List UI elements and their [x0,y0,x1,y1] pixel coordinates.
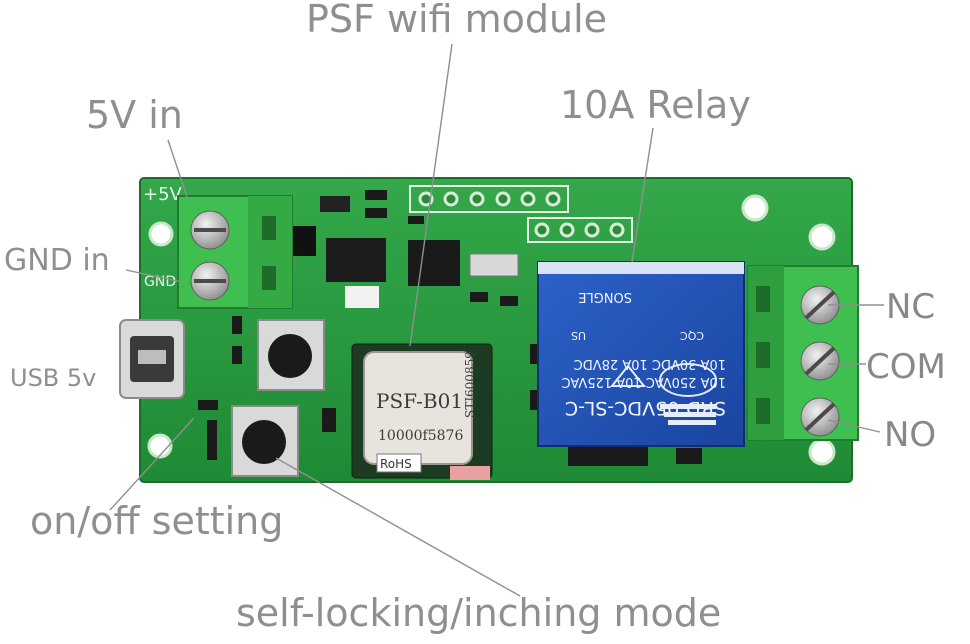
wifi-module-name: PSF-B01 [376,389,463,413]
led-indicator [450,466,490,480]
label-nc: NC [886,287,935,327]
label-5v-in: 5V in [86,93,183,137]
usb-port [119,319,185,399]
header-pins [409,185,569,213]
songle-logo-icon [660,404,716,425]
relay-brand: SONGLE [578,289,632,304]
mounting-hole [808,223,836,251]
mounting-hole [147,433,173,459]
mounting-hole [741,194,769,222]
mounting-hole [808,438,836,466]
capacitor [292,226,316,256]
rohs-mark: RoHS [380,457,412,471]
label-no: NO [884,415,936,455]
relay-us-mark: US [571,329,586,342]
output-terminal-block [747,265,859,441]
input-terminal-block [177,195,293,309]
warning-triangle-icon [609,364,647,387]
label-psf-wifi-module: PSF wifi module [306,0,607,41]
mounting-hole [148,221,174,247]
label-usb-5v: USB 5v [10,364,96,392]
wifi-module: PSF-B01 10000f5876 STJ600859 RoHS [351,343,493,479]
ic-chip [408,240,460,286]
relay-rating-1: 10A 250VAC 10A 125VAC [562,374,727,389]
regulator-chip [326,238,386,282]
pcb-gnd-text: GND [144,274,176,290]
relay-cqc-mark: CQC [680,329,704,342]
button-on-off [257,319,325,391]
label-self-locking-mode: self-locking/inching mode [236,591,721,635]
wifi-module-line2: STJ600859 [463,351,477,418]
wifi-module-line1: 10000f5876 [378,428,463,444]
label-gnd-in: GND in [4,243,110,278]
label-10a-relay: 10A Relay [560,83,751,127]
transistor [320,196,350,212]
label-com: COM [866,347,946,387]
cqc-icon [659,363,717,397]
label-on-off-setting: on/off setting [30,499,283,543]
header-pins-2 [527,217,633,243]
diode [345,286,379,308]
leader-lines [109,43,884,597]
crystal [469,253,519,277]
pcb-plus5v-text: +5V [143,184,183,205]
relay: SRD-05VDC-SL-C 10A 250VAC 10A 125VAC 10A… [537,261,745,447]
relay-rating-2: 10A 30VDC 10A 28VDC [574,356,726,371]
